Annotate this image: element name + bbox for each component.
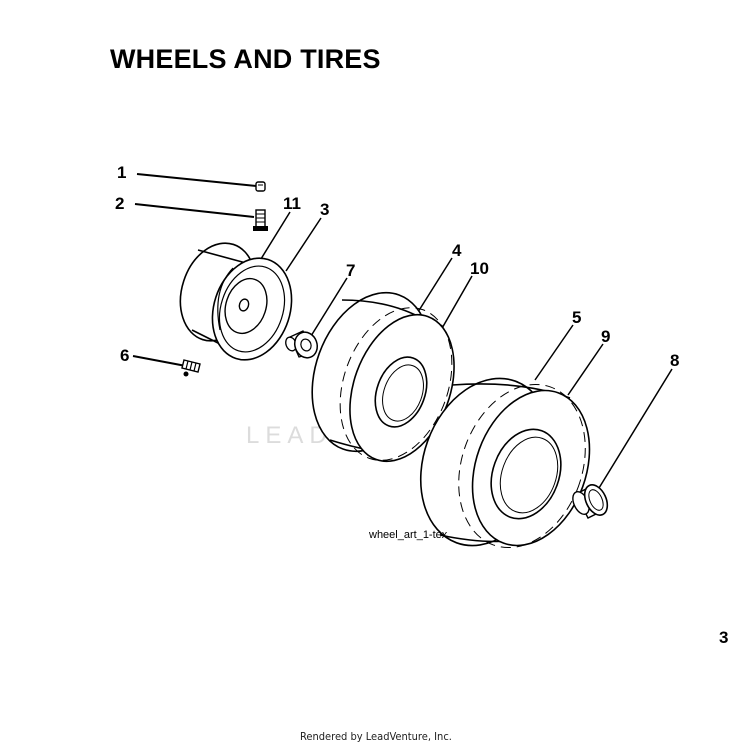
callout-1: 1 <box>117 163 126 182</box>
callout-9: 9 <box>601 327 610 346</box>
wheel-rim-part <box>179 242 293 361</box>
valve-stem-part <box>253 209 268 231</box>
footer-credit: Rendered by LeadVenture, Inc. <box>300 730 452 743</box>
edge-fragment: 3 <box>719 628 729 647</box>
art-code-label: wheel_art_1-tex <box>368 529 448 541</box>
bushing-part <box>285 330 319 359</box>
front-tire-part <box>311 291 455 463</box>
callout-labels: 1 2 11 3 7 6 4 10 5 9 8 <box>115 163 679 370</box>
rear-tire-part <box>419 377 591 549</box>
page-title: WHEELS AND TIRES <box>110 44 381 74</box>
callout-10: 10 <box>470 259 489 278</box>
callout-3: 3 <box>320 200 329 219</box>
callout-11: 11 <box>283 194 301 213</box>
callout-4: 4 <box>452 241 462 260</box>
callout-8: 8 <box>670 351 679 370</box>
leader-lines <box>132 173 673 489</box>
valve-cap-part <box>255 181 266 192</box>
callout-2: 2 <box>115 194 124 213</box>
callout-5: 5 <box>572 308 581 327</box>
hub-cap-part <box>572 484 609 519</box>
callout-7: 7 <box>346 261 355 280</box>
callout-6: 6 <box>120 346 129 365</box>
grease-fitting-part <box>181 359 201 377</box>
